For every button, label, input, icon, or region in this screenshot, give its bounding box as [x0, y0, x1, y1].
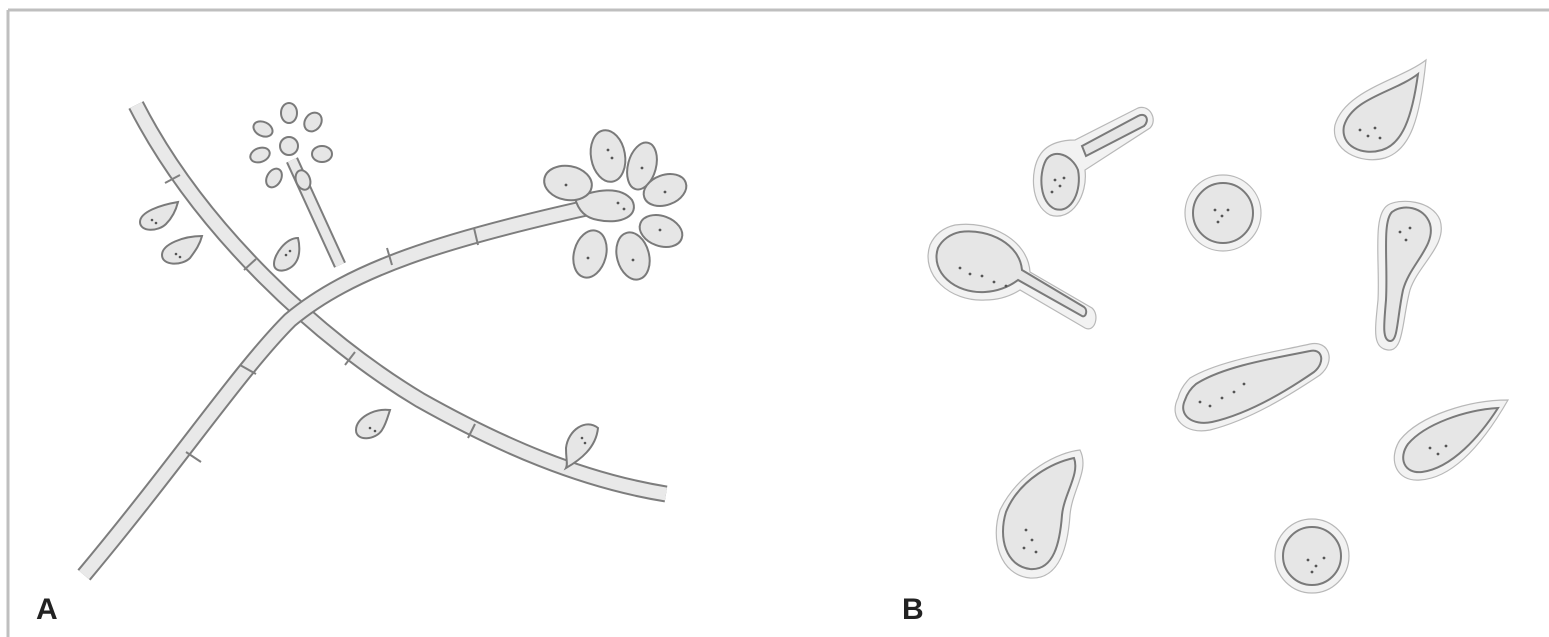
cell-club-right — [1376, 201, 1442, 350]
cell-teardrop-top-right — [1334, 60, 1426, 160]
cell-spindle-right — [1394, 400, 1508, 480]
cell-germ-tube-large — [928, 224, 1096, 329]
cell-germ-tube-small — [1033, 107, 1153, 216]
cell-elongated-center — [1175, 344, 1329, 431]
cell-round-bottom — [1275, 519, 1349, 593]
panel-b-cells — [928, 60, 1508, 593]
panel-label-b: B — [902, 593, 924, 627]
panel-label-a: A — [36, 593, 58, 627]
cell-round-top — [1185, 175, 1261, 251]
small-conidia-cluster — [248, 103, 332, 192]
panel-a-hyphae — [84, 103, 691, 575]
cell-teardrop-bottom-left — [996, 450, 1083, 578]
